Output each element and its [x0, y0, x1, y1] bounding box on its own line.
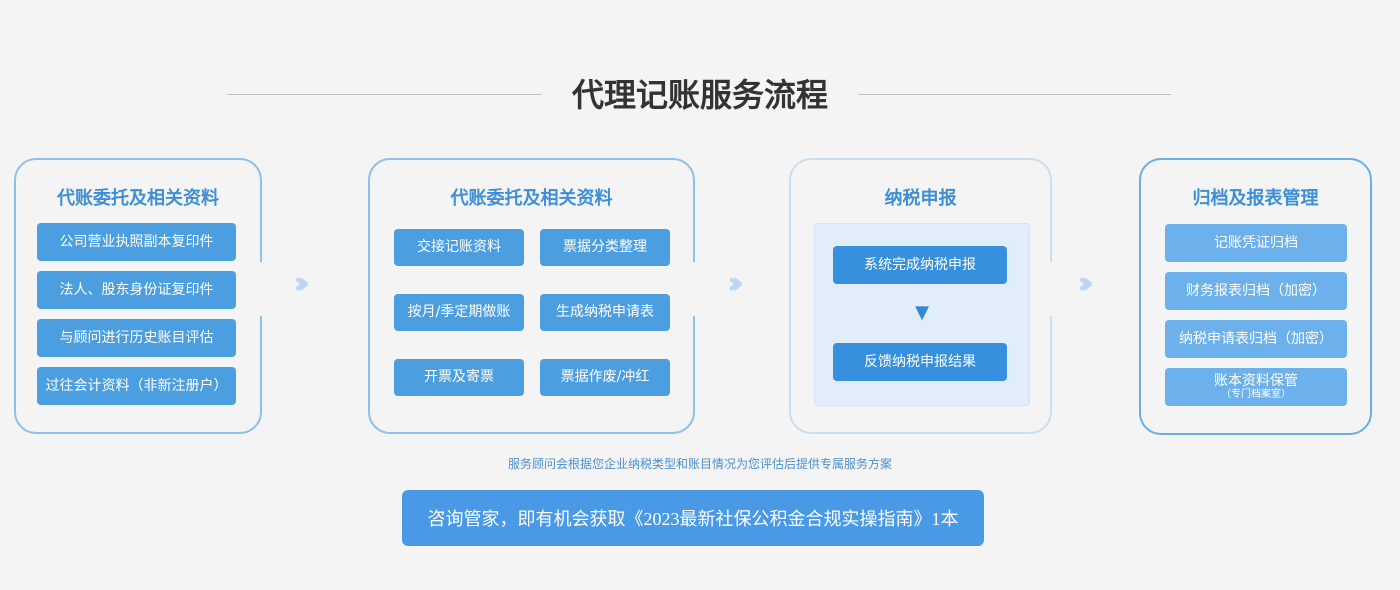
step-item: 按月/季定期做账 — [394, 294, 524, 331]
step-item: 票据作废/冲红 — [540, 359, 670, 396]
step-card-2: 代账委托及相关资料 交接记账资料 票据分类整理 按月/季定期做账 生成纳税申请表… — [368, 158, 697, 434]
chevrons-right-icon: ››› — [727, 266, 744, 301]
step-item: 与顾问进行历史账目评估 — [37, 319, 236, 357]
title-divider-left — [228, 94, 542, 95]
chevrons-right-icon: ››› — [1077, 266, 1094, 301]
step-item: 开票及寄票 — [394, 359, 524, 396]
step-item-sublabel: （专门档案室） — [1221, 389, 1291, 401]
step-item: 公司营业执照副本复印件 — [37, 223, 236, 261]
step-card-4: 归档及报表管理 记账凭证归档 财务报表归档（加密） 纳税申请表归档（加密） 账本… — [1139, 158, 1372, 435]
step-item: 交接记账资料 — [394, 229, 524, 266]
step-item: 纳税申请表归档（加密） — [1165, 320, 1347, 358]
step-item: 生成纳税申请表 — [540, 294, 670, 331]
step-title: 代账委托及相关资料 — [450, 188, 613, 209]
service-note: 服务顾问会根据您企业纳税类型和账目情况为您评估后提供专属服务方案 — [507, 457, 892, 471]
inner-panel: 系统完成纳税申报 ▼ 反馈纳税申报结果 — [814, 223, 1030, 406]
step-title: 纳税申报 — [884, 188, 957, 209]
page-title: 代理记账服务流程 — [571, 76, 828, 114]
step-item: 反馈纳税申报结果 — [833, 343, 1007, 381]
arrow-down-icon: ▼ — [915, 302, 929, 323]
step-item: 过往会计资料（非新注册户） — [37, 367, 236, 405]
step-item: 记账凭证归档 — [1165, 224, 1347, 262]
consult-button[interactable]: 咨询管家，即有机会获取《2023最新社保公积金合规实操指南》1本 — [402, 490, 984, 546]
step-item: 财务报表归档（加密） — [1165, 272, 1347, 310]
chevrons-right-icon: ››› — [293, 266, 310, 301]
step-item: 票据分类整理 — [540, 229, 670, 266]
step-card-1: 代账委托及相关资料 公司营业执照副本复印件 法人、股东身份证复印件 与顾问进行历… — [14, 158, 264, 434]
step-title: 代账委托及相关资料 — [57, 188, 219, 209]
step-card-3: 纳税申报 系统完成纳税申报 ▼ 反馈纳税申报结果 — [789, 158, 1054, 434]
step-title: 归档及报表管理 — [1192, 188, 1319, 209]
step-item: 系统完成纳税申报 — [833, 246, 1007, 284]
title-divider-right — [858, 94, 1171, 95]
step-item: 账本资料保管 （专门档案室） — [1165, 368, 1347, 406]
step-item-label: 账本资料保管 — [1214, 372, 1298, 389]
step-item: 法人、股东身份证复印件 — [37, 271, 236, 309]
